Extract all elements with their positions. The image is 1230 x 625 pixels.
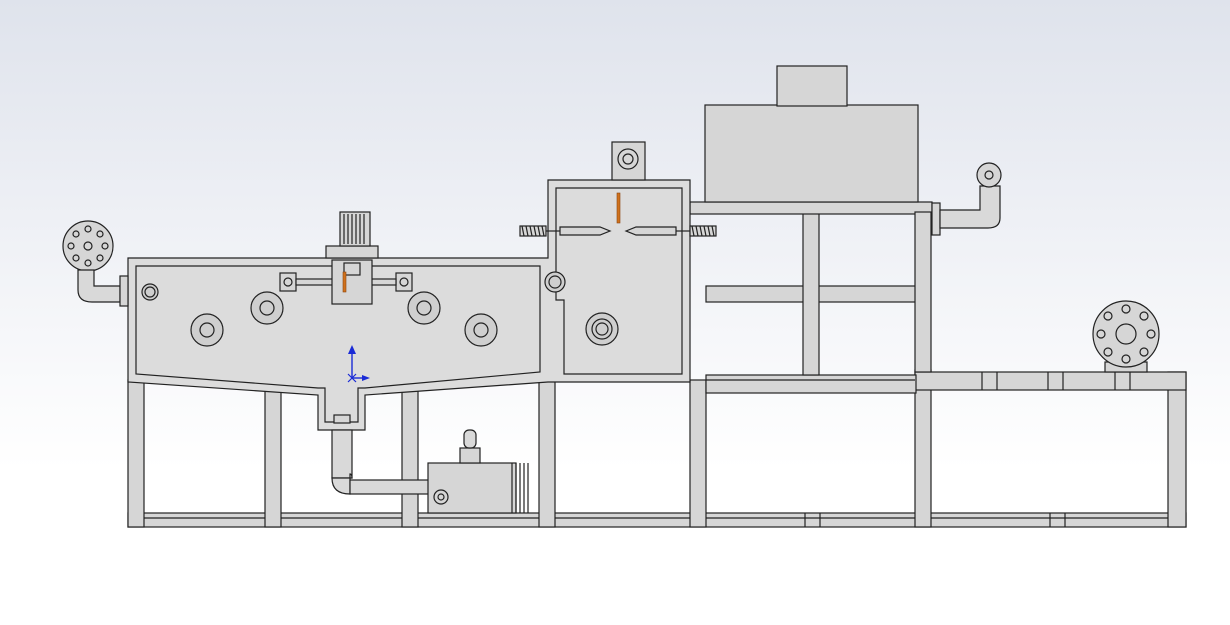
spring-rods [519, 192, 717, 237]
indicator-mark [342, 271, 347, 293]
upper-housing [704, 65, 919, 203]
middle-frame [689, 201, 933, 394]
right-flange [1092, 300, 1160, 373]
left-inlet-flange [62, 220, 129, 307]
coordinate-triad-icon [347, 345, 370, 383]
stirring-mechanism [279, 211, 413, 305]
orange-marker [616, 192, 621, 224]
right-outlet-elbow [931, 162, 1002, 236]
outlet-pump [331, 414, 529, 514]
left-tank [127, 141, 691, 431]
base-frame [127, 369, 1187, 528]
